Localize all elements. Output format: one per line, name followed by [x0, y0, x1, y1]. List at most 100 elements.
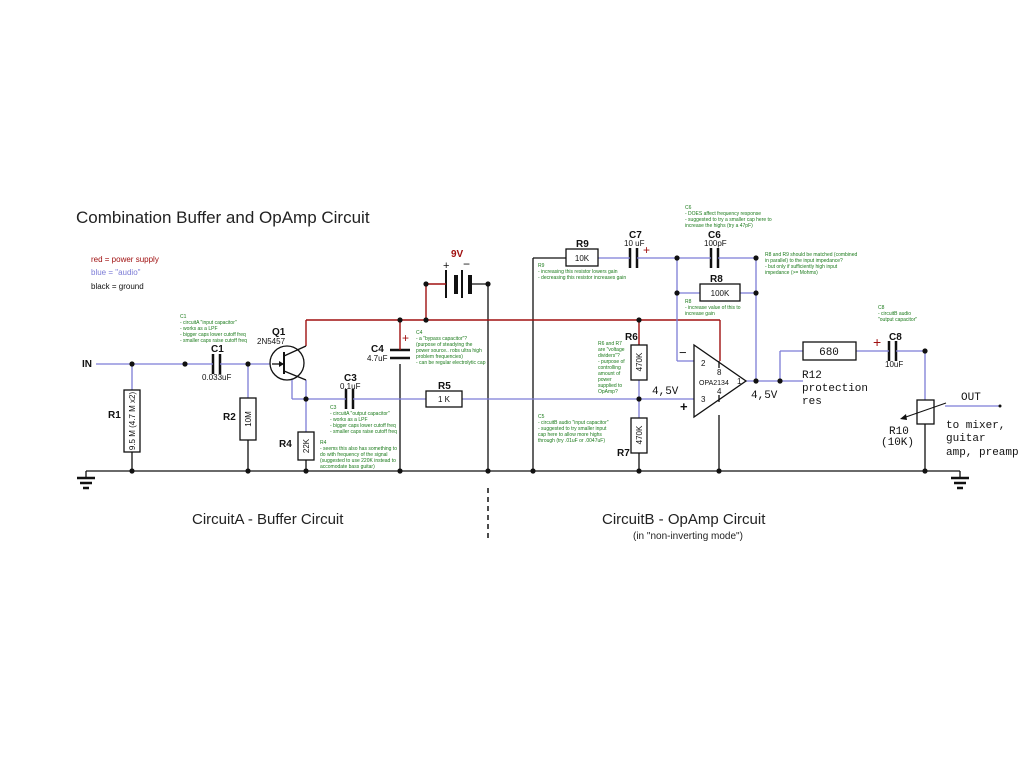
- svg-text:C8: C8: [878, 305, 885, 311]
- r10-wiper-arrow-icon: [900, 414, 907, 420]
- q1-value: 2N5457: [257, 337, 286, 346]
- page-title: Combination Buffer and OpAmp Circuit: [76, 208, 370, 227]
- section-b-label: CircuitB - OpAmp Circuit: [602, 511, 766, 528]
- r12-resistor: [802, 341, 857, 361]
- svg-text:- seems this also has somethin: - seems this also has something to: [320, 446, 397, 452]
- svg-text:R4: R4: [320, 440, 327, 446]
- r10-pot: [916, 399, 935, 425]
- note-c4: C4 - a "bypass capacitor"? (purpose of s…: [416, 330, 486, 366]
- opamp-pin2: 2: [701, 359, 706, 368]
- opamp-minus: −: [679, 345, 687, 360]
- c7-plus-icon: +: [643, 243, 650, 257]
- r7-resistor: [630, 417, 648, 454]
- r12-desc2: protection: [802, 383, 868, 395]
- out-desc-2: guitar: [946, 433, 986, 445]
- svg-text:R8: R8: [685, 299, 692, 305]
- power-wires: [305, 283, 721, 361]
- battery-label: 9V: [451, 249, 464, 260]
- c4-value: 4.7uF: [367, 354, 388, 363]
- note-r8r9: R8 and R9 should be matched (combined in…: [765, 252, 857, 276]
- svg-text:- increasing this resistor low: - increasing this resistor lowers gain: [538, 269, 618, 275]
- svg-text:amount of: amount of: [598, 371, 621, 377]
- c4-label: C4: [371, 344, 384, 355]
- svg-text:are "voltage: are "voltage: [598, 347, 625, 353]
- r10-value: (10K): [881, 437, 914, 449]
- note-c1: C1 - circuitA "input capacitor" - works …: [180, 314, 247, 344]
- svg-text:problem frequencies): problem frequencies): [416, 354, 463, 360]
- legend-red: red = power supply: [91, 255, 159, 264]
- svg-text:- but only if sufficiently hig: - but only if sufficiently high input: [765, 264, 838, 270]
- svg-text:increase the highs (try a 47pF: increase the highs (try a 47pF): [685, 223, 753, 229]
- c3-value: 0.1uF: [340, 382, 361, 391]
- opamp-pin8: 8: [717, 368, 722, 377]
- r9-resistor: [565, 248, 599, 267]
- ground-wires: [77, 248, 969, 490]
- svg-text:C6: C6: [685, 205, 692, 211]
- note-c6: C6 - DOES affect frequency response - su…: [685, 205, 772, 229]
- battery-plus-icon: +: [443, 260, 449, 272]
- svg-text:- bigger caps lower cutoff fre: - bigger caps lower cutoff freq: [330, 423, 396, 429]
- note-r9: R9 - increasing this resistor lowers gai…: [538, 263, 626, 281]
- c8-label: C8: [889, 332, 902, 343]
- r12-value: 680: [819, 347, 839, 359]
- svg-text:- suggested to try a smaller c: - suggested to try a smaller cap here to: [685, 217, 772, 223]
- svg-text:C4: C4: [416, 330, 423, 336]
- svg-text:dividers"?: dividers"?: [598, 353, 620, 359]
- svg-text:R6 and R7: R6 and R7: [598, 341, 622, 347]
- svg-text:through (try .01uF or .0047uF): through (try .01uF or .0047uF): [538, 438, 605, 444]
- svg-text:- can be regular electrolytic: - can be regular electrolytic cap: [416, 360, 486, 366]
- voltage-v2: 4,5V: [751, 390, 778, 402]
- svg-text:- circuitA "input capacitor": - circuitA "input capacitor": [180, 320, 237, 326]
- svg-text:in parallel) to the input impe: in parallel) to the input impedance?: [765, 258, 843, 264]
- svg-text:- increase value of this to: - increase value of this to: [685, 305, 741, 311]
- legend: red = power supply blue = "audio" black …: [91, 255, 159, 291]
- r4-resistor: [297, 431, 315, 461]
- r7-value: 470K: [635, 425, 644, 444]
- svg-text:- works as a LPF: - works as a LPF: [330, 417, 368, 423]
- note-c8: C8 - circuitB audio "output capacitor": [878, 305, 917, 323]
- svg-text:- works as a LPF: - works as a LPF: [180, 326, 218, 332]
- svg-text:R9: R9: [538, 263, 545, 269]
- c1-label: C1: [211, 344, 224, 355]
- svg-text:- smaller caps raise cutoff fr: - smaller caps raise cutoff freq: [180, 338, 247, 344]
- r5-label: R5: [438, 381, 451, 392]
- svg-text:impedance (>= Mohms): impedance (>= Mohms): [765, 270, 818, 276]
- out-label: OUT: [961, 392, 981, 404]
- r9-label: R9: [576, 239, 589, 250]
- r8-label: R8: [710, 274, 723, 285]
- r1-value: 9.5 M (4.7 M x2): [128, 392, 137, 451]
- svg-text:(suggested to use 220K instead: (suggested to use 220K instead to: [320, 458, 396, 464]
- c6-label: C6: [708, 230, 721, 241]
- svg-text:C1: C1: [180, 314, 187, 320]
- svg-text:- suggested to try smaller inp: - suggested to try smaller input: [538, 426, 607, 432]
- svg-text:- purpose of: - purpose of: [598, 359, 625, 365]
- svg-text:- decreasing this resistor inc: - decreasing this resistor increases gai…: [538, 275, 626, 281]
- note-r8: R8 - increase value of this to increase …: [685, 299, 741, 317]
- svg-text:power source.. robs ultra high: power source.. robs ultra high: [416, 348, 482, 354]
- r1-resistor: [123, 389, 141, 453]
- svg-text:- bigger caps lower cutoff fre: - bigger caps lower cutoff freq: [180, 332, 246, 338]
- svg-text:- circuitA "output capacitor": - circuitA "output capacitor": [330, 411, 390, 417]
- r2-label: R2: [223, 412, 236, 423]
- r8-value: 100K: [711, 289, 730, 298]
- r6-value: 470K: [635, 352, 644, 371]
- q1-transistor: [269, 345, 307, 381]
- svg-text:- smaller caps raise cutoff fr: - smaller caps raise cutoff freq: [330, 429, 397, 435]
- r6-label: R6: [625, 332, 638, 343]
- r10-label: R10: [889, 426, 909, 438]
- opamp-symbol: [693, 343, 748, 419]
- voltage-v1: 4,5V: [652, 386, 679, 398]
- q1-label: Q1: [272, 327, 286, 338]
- audio-wires: [96, 257, 1000, 432]
- r5-value: 1 K: [438, 395, 451, 404]
- r12-desc1: R12: [802, 370, 822, 382]
- svg-text:- circuitB audio "input capaci: - circuitB audio "input capacitor": [538, 420, 609, 426]
- opamp-pin4: 4: [717, 387, 722, 396]
- r5-resistor: [425, 390, 463, 408]
- c4-plus-icon: +: [402, 331, 409, 345]
- junction-dots: [129, 255, 1002, 474]
- svg-text:cap here to allow more highs: cap here to allow more highs: [538, 432, 602, 438]
- svg-text:C5: C5: [538, 414, 545, 420]
- note-c5: C5 - circuitB audio "input capacitor" - …: [538, 414, 609, 444]
